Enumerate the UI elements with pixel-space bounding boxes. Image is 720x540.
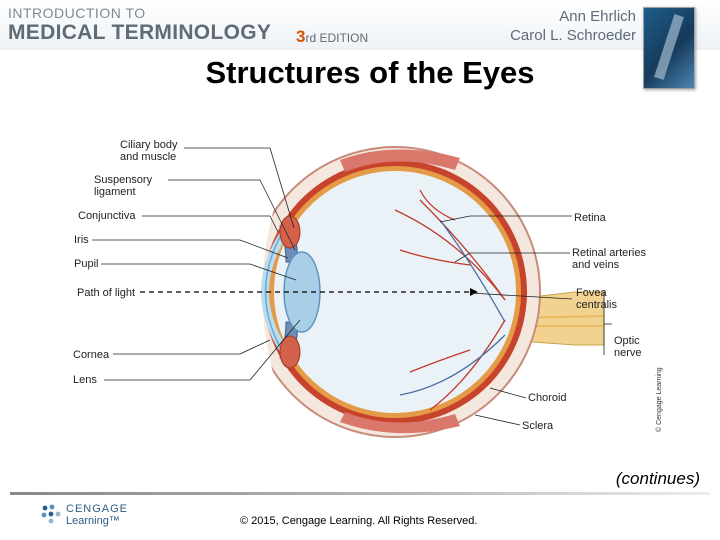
label-optic-line2: nerve xyxy=(614,347,642,359)
book-banner xyxy=(0,0,720,50)
label-retina: Retina xyxy=(574,212,606,224)
label-choroid: Choroid xyxy=(528,392,567,404)
book-authors: Ann Ehrlich Carol L. Schroeder xyxy=(510,7,636,45)
book-title-line1: INTRODUCTION TO xyxy=(8,5,146,21)
slide-title: Structures of the Eyes xyxy=(205,55,535,90)
cengage-logo-icon xyxy=(41,504,61,524)
book-edition: 3rd EDITION xyxy=(296,27,368,47)
label-conjunctiva: Conjunctiva xyxy=(78,210,136,222)
label-optic-nerve: Optic nerve xyxy=(614,335,642,359)
label-pupil: Pupil xyxy=(74,258,99,270)
label-suspensory-line2: ligament xyxy=(94,186,136,198)
label-sclera: Sclera xyxy=(522,420,554,432)
ciliary-body-shape xyxy=(279,215,301,249)
label-ciliary-line1: Ciliary body xyxy=(120,139,178,151)
edition-suffix: rd EDITION xyxy=(305,31,369,45)
label-lens: Lens xyxy=(73,374,97,386)
label-iris: Iris xyxy=(74,234,89,246)
label-suspensory-line1: Suspensory xyxy=(94,174,153,186)
footer-divider xyxy=(10,492,710,495)
label-fovea-centralis: Fovea centralis xyxy=(576,287,617,311)
book-cover-image xyxy=(643,7,695,89)
label-retinal-vessels-line2: and veins xyxy=(572,259,620,271)
copyright-notice: © 2015, Cengage Learning. All Rights Res… xyxy=(240,515,478,527)
edition-number: 3 xyxy=(296,27,306,46)
label-cornea: Cornea xyxy=(73,349,110,361)
label-retinal-vessels-line1: Retinal arteries xyxy=(572,247,646,259)
label-path-of-light: Path of light xyxy=(77,287,136,299)
label-optic-line1: Optic xyxy=(614,335,640,347)
author-2: Carol L. Schroeder xyxy=(510,27,636,44)
author-1: Ann Ehrlich xyxy=(559,8,636,25)
cengage-logo-text: CENGAGE xyxy=(66,503,129,515)
label-fovea-line2: centralis xyxy=(576,299,617,311)
label-ciliary-line2: and muscle xyxy=(120,151,177,163)
label-fovea-line1: Fovea xyxy=(576,287,607,299)
continues-label: (continues) xyxy=(615,469,700,488)
image-credit: © Cengage Learning xyxy=(656,367,663,432)
book-title-line2: MEDICAL TERMINOLOGY xyxy=(8,21,272,44)
label-suspensory-ligament: Suspensory ligament xyxy=(94,174,152,198)
label-ciliary-body: Ciliary body and muscle xyxy=(120,139,177,163)
cengage-logo-subtext: Learning™ xyxy=(66,515,120,527)
label-retinal-vessels: Retinal arteries and veins xyxy=(572,247,646,271)
retinal-vessels xyxy=(394,189,506,411)
